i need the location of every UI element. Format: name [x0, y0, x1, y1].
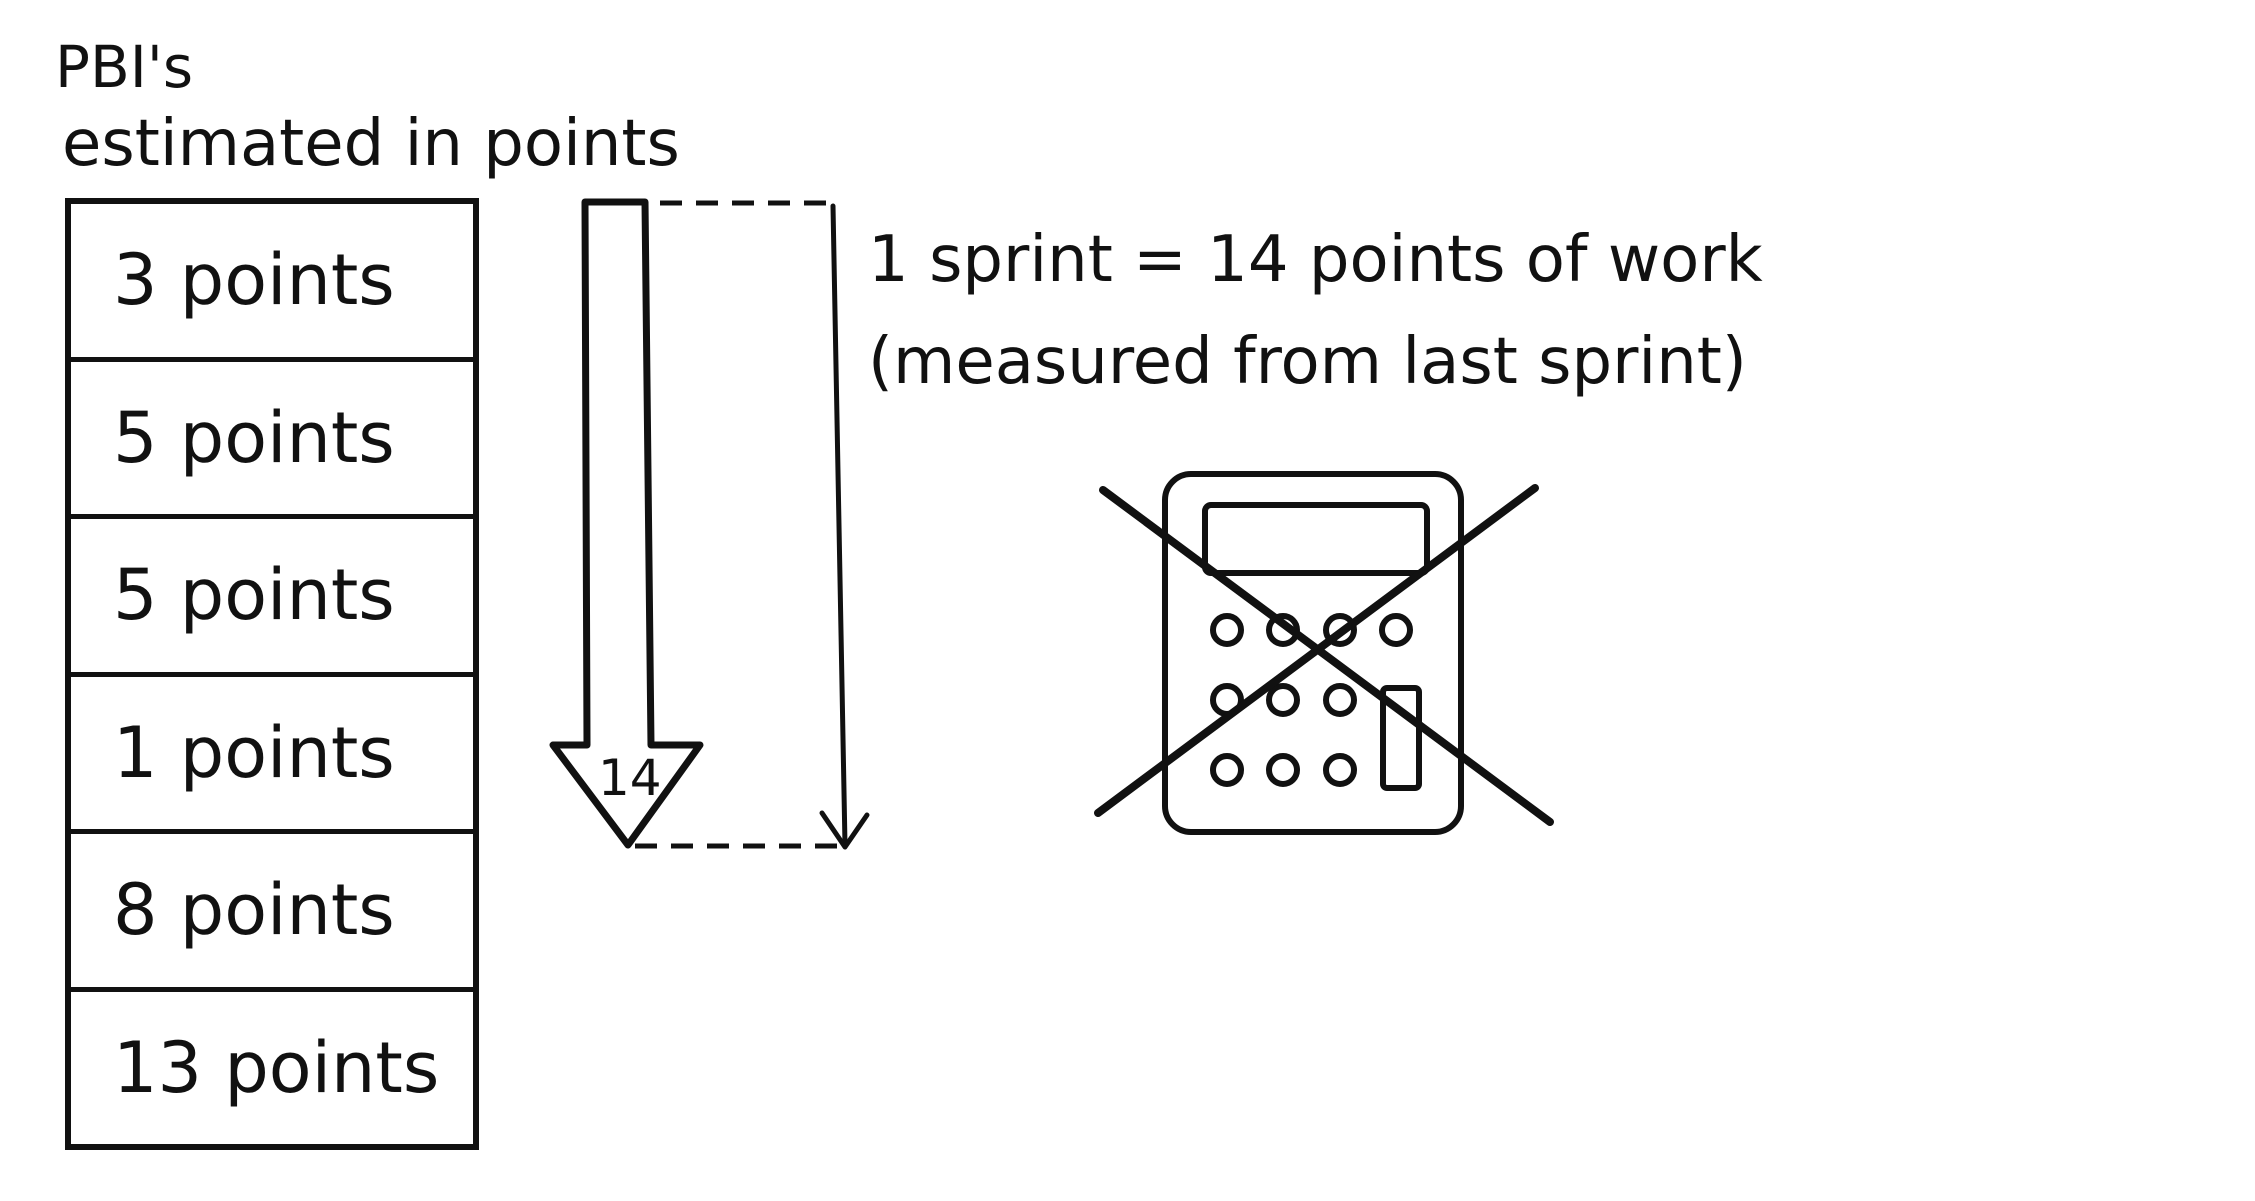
down-arrow-icon [549, 198, 704, 849]
pbi-item: 3 points [71, 204, 473, 362]
measure-arrow-icon [819, 203, 870, 850]
pbi-item: 8 points [71, 834, 473, 992]
sprint-capacity-text: 1 sprint = 14 points of work [868, 223, 1763, 297]
sprint-measure-note: (measured from last sprint) [868, 325, 1747, 399]
pbi-stack: 3 points 5 points 5 points 1 points 8 po… [65, 198, 479, 1150]
calculator-icon [1162, 471, 1464, 835]
pbi-item: 13 points [113, 1026, 440, 1109]
pbi-item: 5 points [71, 519, 473, 677]
pbi-item: 5 points [71, 362, 473, 519]
heading-line-1: PBI's [55, 33, 194, 101]
cross-out-icon [1094, 484, 1554, 826]
pbi-item: 1 points [71, 677, 473, 834]
heading-line-2: estimated in points [62, 107, 680, 181]
dashed-guide-lines [635, 200, 840, 849]
arrow-total-label: 14 [598, 749, 662, 807]
